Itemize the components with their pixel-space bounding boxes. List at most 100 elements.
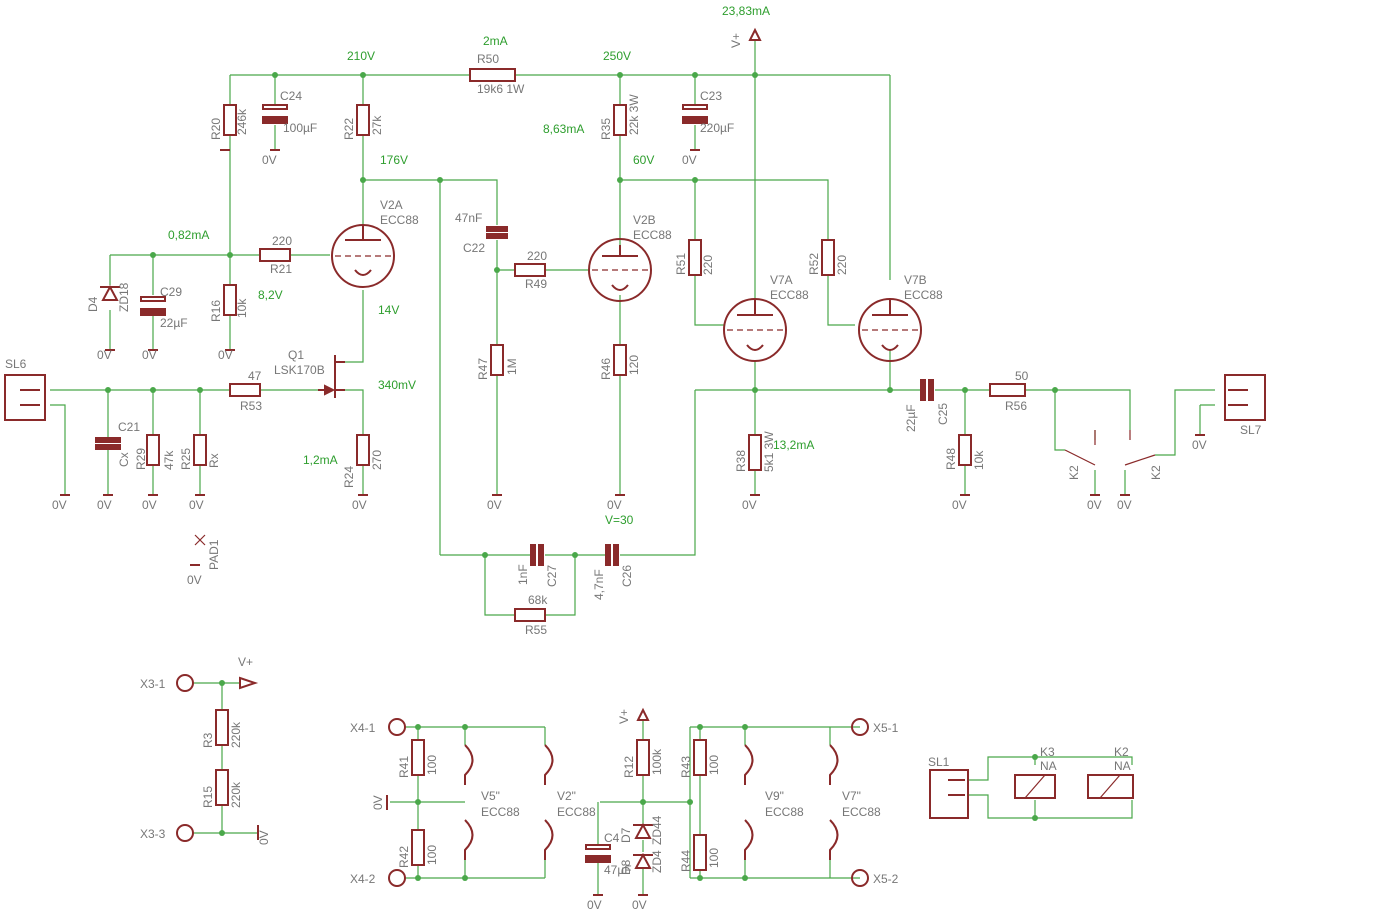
value-r53: 47 <box>248 369 262 383</box>
heater-v2 <box>544 744 554 860</box>
label-sl7: SL7 <box>1240 423 1262 437</box>
heater-v9 <box>744 744 754 860</box>
value-c4: 47µF <box>604 863 632 877</box>
value-v2: ECC88 <box>557 805 596 819</box>
label-v9: V9" <box>765 789 784 803</box>
value-r24: 270 <box>370 450 384 470</box>
label-r3: R3 <box>201 732 215 748</box>
label-r42: R42 <box>397 846 411 868</box>
label-k2-b: K2 <box>1149 465 1163 480</box>
gnd-r48: 0V <box>952 498 967 512</box>
terminal-x5-1: X5-1 <box>873 721 899 735</box>
label-r41: R41 <box>397 756 411 778</box>
label-c25: C25 <box>936 403 950 425</box>
label-r51: R51 <box>674 253 688 275</box>
gnd-r16: 0V <box>218 348 233 362</box>
vplus-x3: V+ <box>238 655 253 669</box>
value-r47: 1M <box>505 358 519 375</box>
gnd-c29: 0V <box>142 348 157 362</box>
gnd-pad1: 0V <box>187 573 202 587</box>
value-r15: 220k <box>229 781 243 808</box>
label-r49: R49 <box>525 277 547 291</box>
value-c21: Cx <box>117 452 131 467</box>
label-k3: K3 <box>1040 745 1055 759</box>
terminal-x4-1: X4-1 <box>350 721 376 735</box>
tube-v2b <box>588 238 652 302</box>
value-q1: LSK170B <box>274 363 325 377</box>
label-k2-relay: K2 <box>1114 745 1129 759</box>
meas-14v: 14V <box>378 303 399 317</box>
label-r15: R15 <box>201 786 215 808</box>
meas-863ma: 8,63mA <box>543 122 584 136</box>
meas-23ma: 23,83mA <box>722 4 770 18</box>
value-r20: 246k <box>235 108 249 135</box>
meas-082ma: 0,82mA <box>168 228 209 242</box>
meas-12ma: 1,2mA <box>303 453 338 467</box>
value-c25: 22µF <box>904 404 918 432</box>
heater-v7 <box>829 744 839 860</box>
label-r21: R21 <box>270 262 292 276</box>
label-r16: R16 <box>209 300 223 322</box>
label-r46: R46 <box>599 358 613 380</box>
meas-210v: 210V <box>347 49 375 63</box>
meas-82v: 8,2V <box>258 288 283 302</box>
gnd-x3: 0V <box>257 830 271 845</box>
value-c29: 22µF <box>160 316 188 330</box>
label-c21: C21 <box>118 420 140 434</box>
label-r25: R25 <box>179 448 193 470</box>
meas-250v: 250V <box>603 49 631 63</box>
gnd-sl7: 0V <box>1192 438 1207 452</box>
resistors <box>146 68 1026 871</box>
label-k2-a: K2 <box>1067 465 1081 480</box>
label-sl6: SL6 <box>5 357 27 371</box>
gnd-c4: 0V <box>587 898 602 912</box>
value-v2a: ECC88 <box>380 213 419 227</box>
value-v7: ECC88 <box>842 805 881 819</box>
label-c24: C24 <box>280 89 302 103</box>
value-r25: Rx <box>207 453 221 468</box>
meas-132ma: 13,2mA <box>773 438 814 452</box>
gnd-c21: 0V <box>97 498 112 512</box>
value-v5: ECC88 <box>481 805 520 819</box>
gnd-r38: 0V <box>742 498 757 512</box>
label-r12: R12 <box>622 756 636 778</box>
value-r56: 50 <box>1015 369 1029 383</box>
label-v2b: V2B <box>633 213 656 227</box>
value-r3: 220k <box>229 721 243 748</box>
capacitors <box>95 104 934 863</box>
junctions <box>105 72 1058 881</box>
gnd-sl6: 0V <box>52 498 67 512</box>
terminal-x3-3: X3-3 <box>140 827 166 841</box>
vplus-center: V+ <box>617 709 631 724</box>
label-r56: R56 <box>1005 399 1027 413</box>
label-pad1: PAD1 <box>207 539 221 570</box>
value-r44: 100 <box>707 848 721 868</box>
gnd-k2-b: 0V <box>1117 498 1132 512</box>
value-c22: 47nF <box>455 211 482 225</box>
meas-2ma: 2mA <box>483 34 508 48</box>
tube-v7a <box>723 298 787 362</box>
value-k2-relay: NA <box>1114 759 1131 773</box>
label-r43: R43 <box>679 756 693 778</box>
value-r51: 220 <box>701 255 715 275</box>
label-r53: R53 <box>240 399 262 413</box>
value-d7: ZD44 <box>650 815 664 845</box>
value-r50: 19k6 1W <box>477 82 525 96</box>
value-v2b: ECC88 <box>633 228 672 242</box>
part-labels: R50 19k6 1W C24 100µF C23 220µF R20 246k… <box>5 52 1262 877</box>
value-r41: 100 <box>425 755 439 775</box>
terminal-labels: X3-1 X3-3 X4-1 X4-2 X5-1 X5-2 V+ V+ V+ <box>140 33 899 886</box>
value-r35: 22k 3W <box>627 94 641 135</box>
gnd-r29: 0V <box>142 498 157 512</box>
label-r48: R48 <box>944 448 958 470</box>
value-r52: 220 <box>835 255 849 275</box>
label-v7a: V7A <box>770 273 793 287</box>
meas-176v: 176V <box>380 153 408 167</box>
label-v2a: V2A <box>380 198 403 212</box>
gnd-d8: 0V <box>632 898 647 912</box>
gnd-r47: 0V <box>487 498 502 512</box>
label-r38: R38 <box>734 450 748 472</box>
value-c24: 100µF <box>283 121 317 135</box>
